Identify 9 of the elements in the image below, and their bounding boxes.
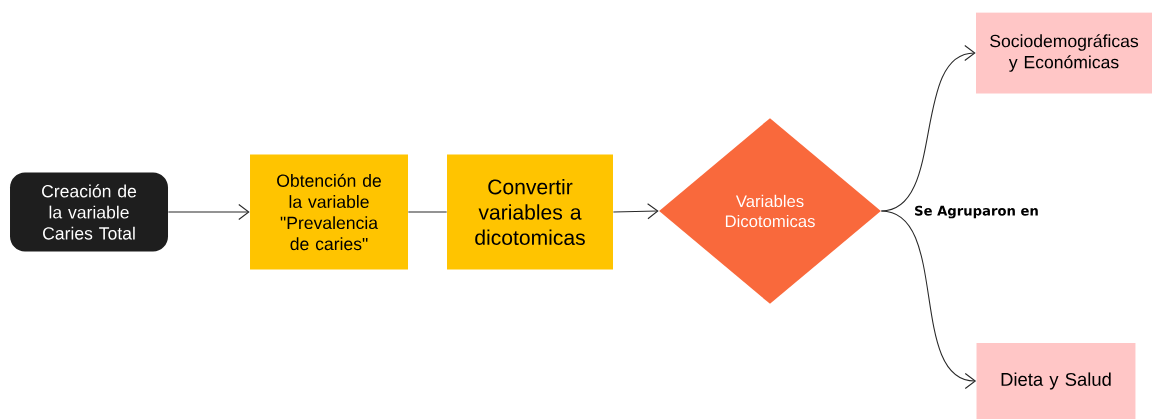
process-box: Convertir variables a dicotomicas	[447, 154, 613, 270]
category-box: Sociodemográficas y Económicas	[976, 12, 1152, 94]
annotation-text: Se Agruparon en	[915, 205, 1038, 219]
category-box: Dieta y Salud	[976, 343, 1136, 419]
arrow	[167, 203, 250, 221]
process-box: Obtención de la variable "Prevalencia de caries"	[250, 154, 408, 270]
arrow	[612, 203, 659, 220]
arrow	[880, 210, 977, 389]
start-box: Creación de la variable Caries Total	[10, 172, 168, 252]
